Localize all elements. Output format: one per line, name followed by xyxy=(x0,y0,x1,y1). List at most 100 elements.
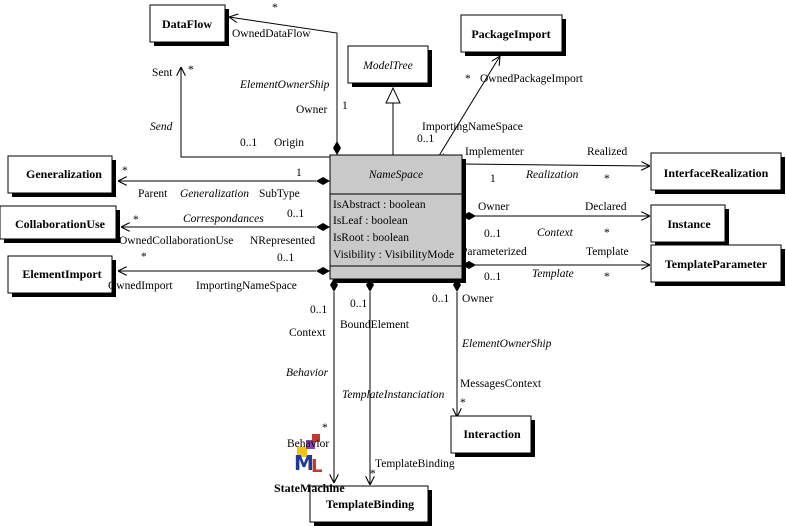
lbl-star-gen: * xyxy=(122,165,128,177)
lbl-template-it: Template xyxy=(532,268,574,280)
lbl-star-inst: * xyxy=(604,227,610,239)
lbl-star-ei: * xyxy=(141,251,147,263)
namespace-attr-isabstract: IsAbstract : boolean xyxy=(333,199,426,211)
lbl-star-top: * xyxy=(272,2,278,14)
class-dataflow[interactable]: DataFlow xyxy=(149,4,229,46)
class-packageimport-name: PackageImport xyxy=(471,27,550,41)
namespace-attr-isroot: IsRoot : boolean xyxy=(333,232,409,244)
assoc-dataflow-send xyxy=(181,67,330,158)
lbl-one-impl: 1 xyxy=(490,173,496,185)
lbl-star-real: * xyxy=(604,173,610,185)
lbl-realized: Realized xyxy=(587,146,627,158)
diamond-ei xyxy=(316,267,330,275)
lbl-star-tp: * xyxy=(604,271,610,283)
diamond-gen xyxy=(316,177,330,185)
class-generalization-name: Generalization xyxy=(26,167,102,181)
statemachine-logo-l: L xyxy=(311,456,322,477)
namespace-name: NameSpace xyxy=(368,169,423,181)
diamond-col xyxy=(316,223,330,231)
statemachine-logo: M L xyxy=(294,434,322,477)
lbl-nrepresented: NRepresented xyxy=(250,235,315,247)
lbl-parent: Parent xyxy=(138,188,168,200)
lbl-owned-import: OwnedImport xyxy=(108,280,173,292)
class-statemachine[interactable]: M L StateMachine xyxy=(274,434,345,495)
class-interfacerealization[interactable]: InterfaceRealization xyxy=(650,152,785,194)
lbl-zero-one-owner3: 0..1 xyxy=(432,293,450,305)
class-interaction[interactable]: Interaction xyxy=(450,415,535,457)
class-templatebinding[interactable]: TemplateBinding xyxy=(309,485,432,526)
lbl-sent: Sent xyxy=(152,67,173,79)
lbl-parameterized: Parameterized xyxy=(461,246,527,258)
lbl-behavior-it: Behavior xyxy=(286,367,329,379)
assoc-interfacerealization xyxy=(461,164,650,166)
lbl-owned-collaboration-use: OwnedCollaborationUse xyxy=(119,235,233,247)
class-templateparameter[interactable]: TemplateParameter xyxy=(650,244,785,286)
class-collaborationuse-name: CollaborationUse xyxy=(15,217,106,231)
class-templatebinding-name: TemplateBinding xyxy=(326,497,414,511)
class-collaborationuse[interactable]: CollaborationUse xyxy=(0,205,120,243)
class-templateparameter-name: TemplateParameter xyxy=(665,257,768,271)
lbl-correspondances: Correspondances xyxy=(183,213,264,225)
class-modeltree-name: ModelTree xyxy=(362,60,412,72)
class-interfacerealization-name: InterfaceRealization xyxy=(664,166,769,180)
statemachine-logo-m: M xyxy=(294,451,314,475)
lbl-subtype: SubType xyxy=(259,188,300,200)
lbl-owned-package-import: OwnedPackageImport xyxy=(480,73,584,85)
lbl-zero-one-inst: 0..1 xyxy=(484,228,502,240)
lbl-star-inter: * xyxy=(460,397,466,409)
lbl-importing-namespace-2: ImportingNameSpace xyxy=(196,280,297,292)
class-statemachine-name: StateMachine xyxy=(274,481,345,495)
assoc-dataflow xyxy=(229,17,338,155)
lbl-zero-one-col: 0..1 xyxy=(287,208,305,220)
lbl-template-instanciation: TemplateInstanciation xyxy=(342,389,445,401)
lbl-sent-mult: * xyxy=(188,64,194,76)
class-packageimport[interactable]: PackageImport xyxy=(460,14,566,56)
lbl-behavior: Behavior xyxy=(287,438,329,450)
lbl-realization: Realization xyxy=(525,169,579,181)
lbl-zero-one-bound: 0..1 xyxy=(350,298,368,310)
lbl-star-col: * xyxy=(133,214,139,226)
lbl-owner-3: Owner xyxy=(462,293,493,305)
lbl-one-1: 1 xyxy=(342,100,348,112)
inherit-triangle xyxy=(385,86,401,104)
class-dataflow-name: DataFlow xyxy=(162,17,212,31)
diamond-top xyxy=(333,141,341,155)
lbl-context-it: Context xyxy=(537,227,574,239)
lbl-star-tb: * xyxy=(370,468,376,480)
lbl-zero-one-sm: 0..1 xyxy=(310,304,328,316)
connectors xyxy=(118,17,650,485)
lbl-zero-one-origin: 0..1 xyxy=(240,137,258,149)
class-generalization[interactable]: Generalization xyxy=(7,155,116,197)
labels: * OwnedDataFlow Sent * ElementOwnerShip … xyxy=(108,2,629,480)
lbl-generalization-it: Generalization xyxy=(180,188,249,200)
class-instance[interactable]: Instance xyxy=(650,204,729,246)
lbl-owned-data-flow: OwnedDataFlow xyxy=(232,28,311,40)
lbl-template: Template xyxy=(586,246,629,258)
lbl-template-binding-role: TemplateBinding xyxy=(375,458,455,470)
lbl-owner-1: Owner xyxy=(296,104,327,116)
class-namespace[interactable]: NameSpace IsAbstract : boolean IsLeaf : … xyxy=(329,154,466,283)
lbl-zero-one-tp: 0..1 xyxy=(484,271,502,283)
lbl-implementer: Implementer xyxy=(465,146,524,158)
assoc-packageimport xyxy=(436,56,500,160)
lbl-zero-one-ei: 0..1 xyxy=(277,252,295,264)
lbl-origin: Origin xyxy=(274,137,304,149)
lbl-context-sm: Context xyxy=(289,327,326,339)
class-instance-name: Instance xyxy=(667,217,711,231)
class-elementimport[interactable]: ElementImport xyxy=(7,255,116,297)
lbl-star-pkg: * xyxy=(465,73,471,85)
lbl-messages-context: MessagesContext xyxy=(460,378,542,390)
class-interaction-name: Interaction xyxy=(463,427,521,441)
lbl-star-beh: * xyxy=(322,422,328,434)
lbl-declared: Declared xyxy=(585,201,627,213)
namespace-attr-visibility: Visibility : VisibilityMode xyxy=(333,249,454,261)
lbl-element-ownership-1: ElementOwnerShip xyxy=(239,79,330,91)
lbl-owner-inst: Owner xyxy=(478,201,509,213)
namespace-attr-isleaf: IsLeaf : boolean xyxy=(333,215,408,227)
class-elementimport-name: ElementImport xyxy=(22,267,101,281)
lbl-zero-one-pkg: 0..1 xyxy=(417,133,435,145)
lbl-element-ownership-2: ElementOwnerShip xyxy=(461,338,552,350)
lbl-one-gen: 1 xyxy=(296,167,302,179)
class-modeltree[interactable]: ModelTree xyxy=(347,45,432,87)
